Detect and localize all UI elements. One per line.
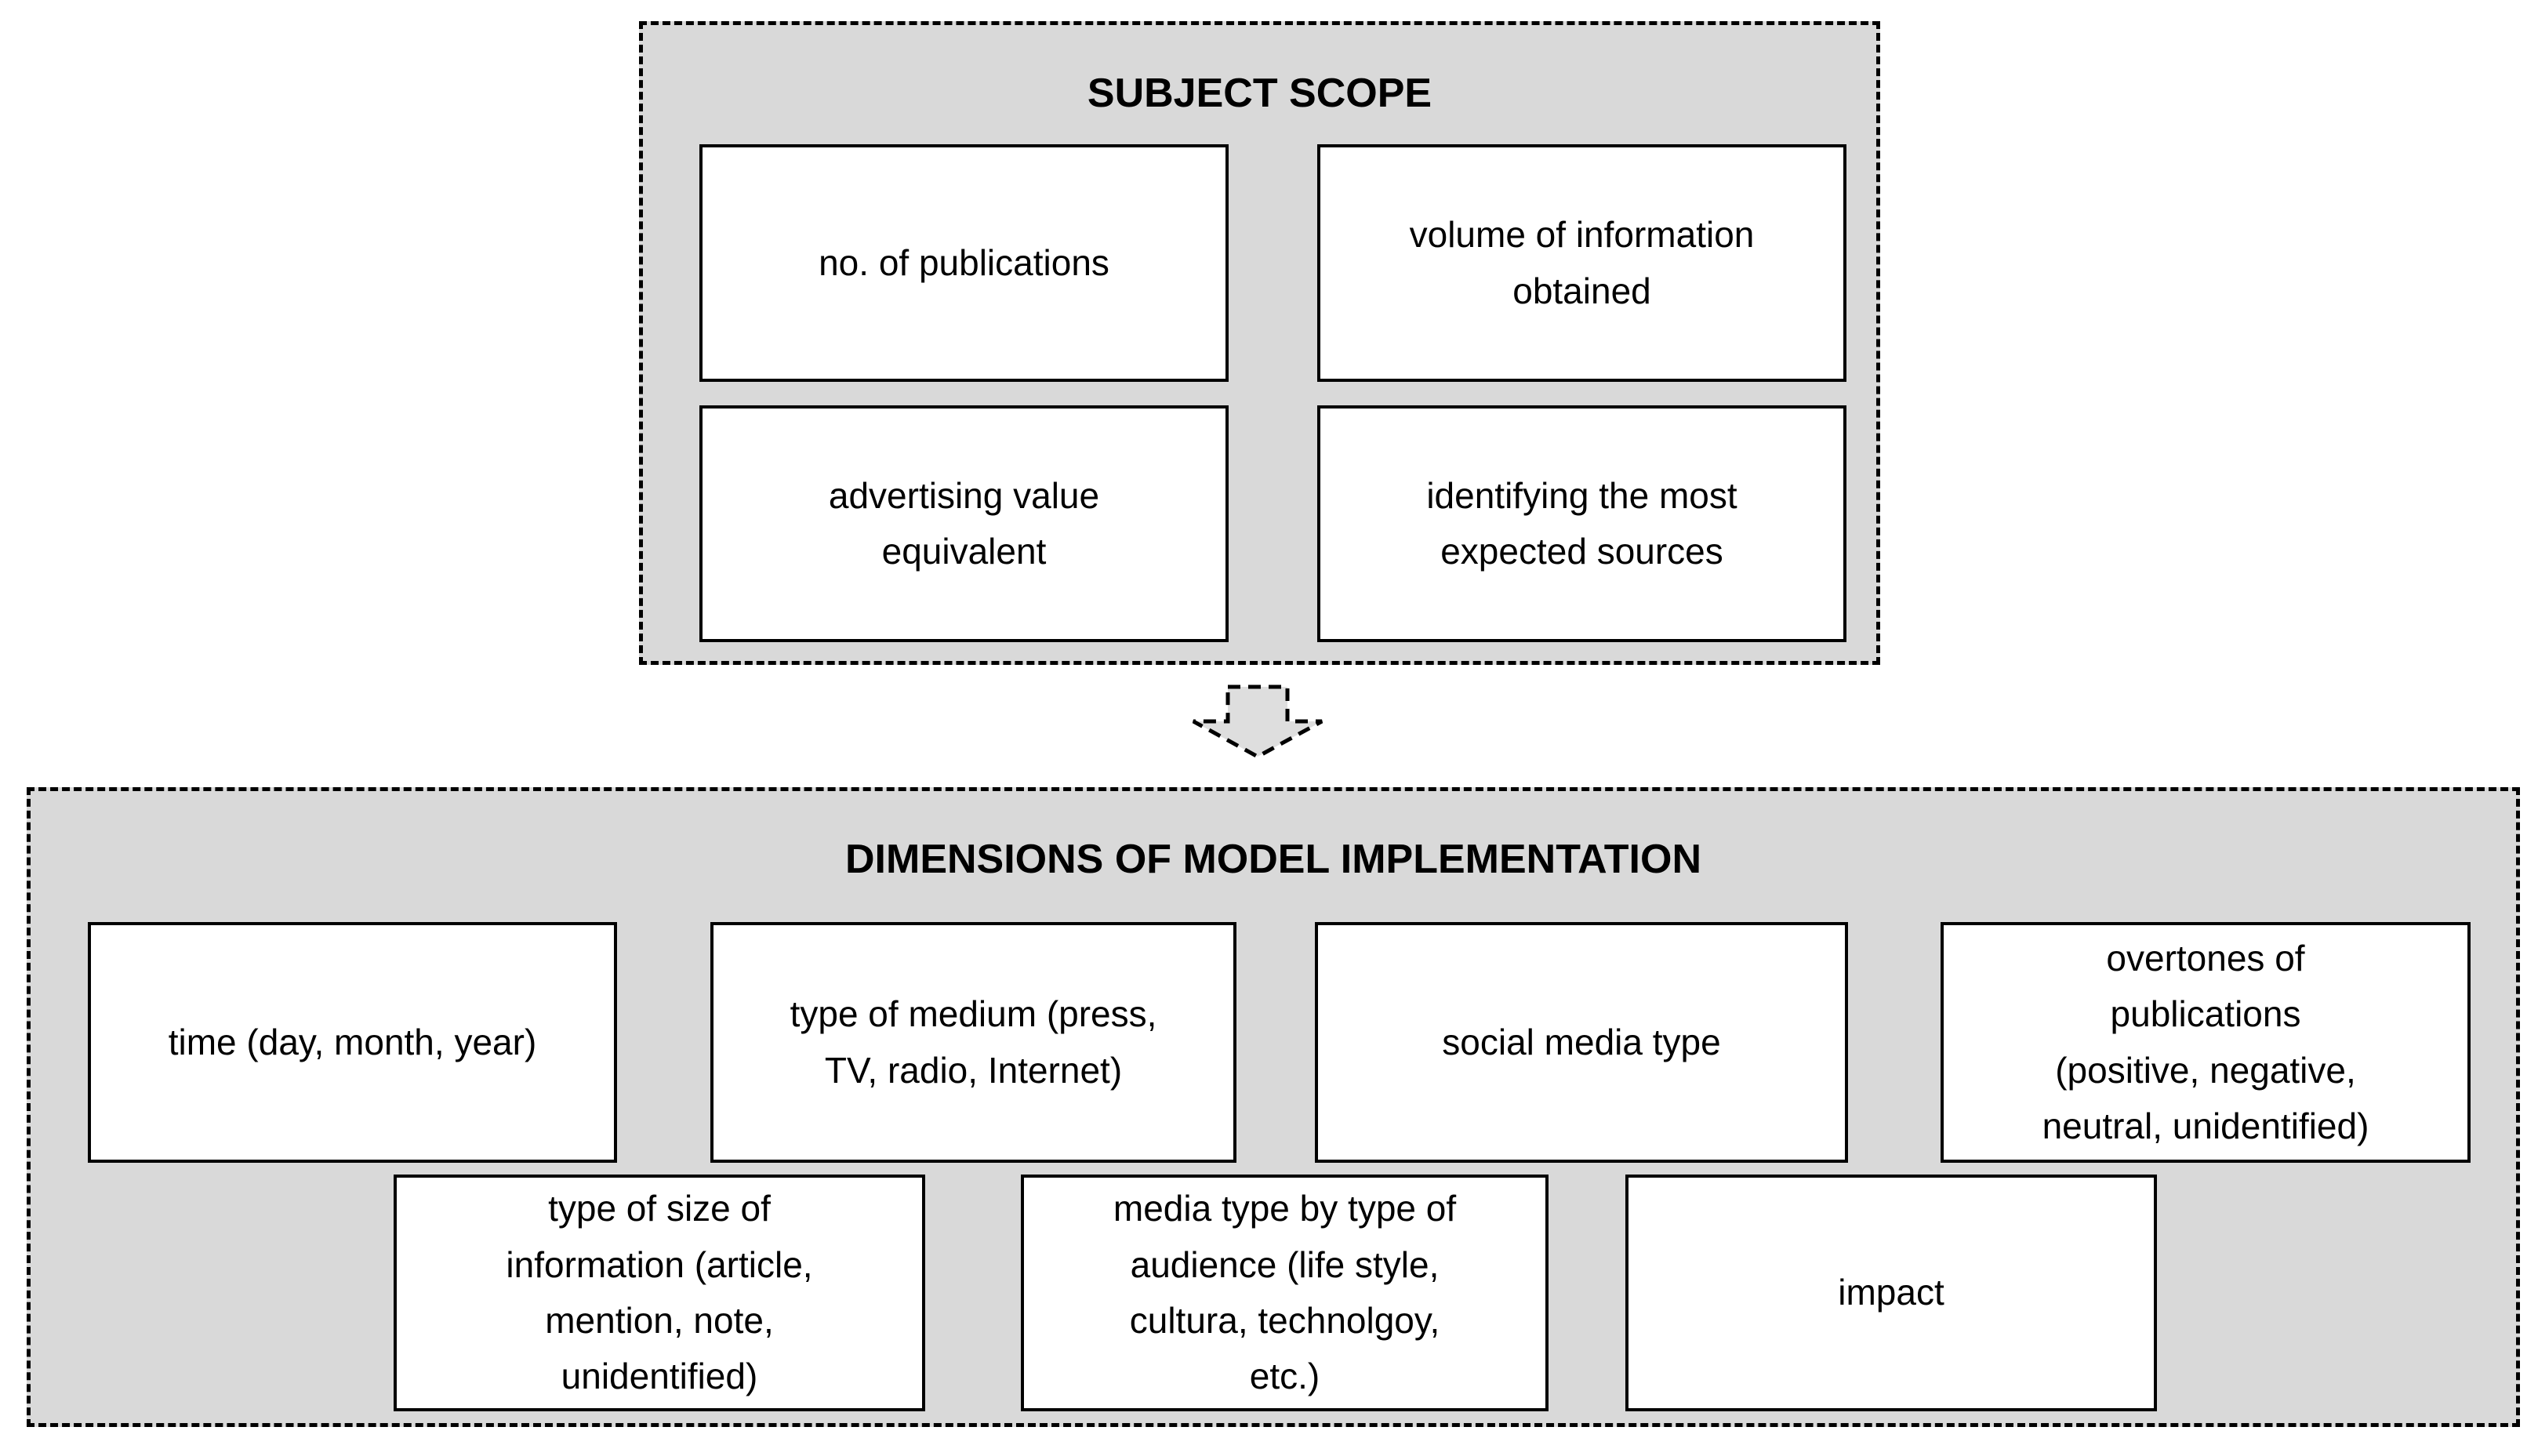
box-social-media-type: social media type [1315,922,1848,1163]
box-identifying-most-expected-sources: identifying the most expected sources [1317,405,1846,642]
box-volume-of-information-obtained: volume of information obtained [1317,144,1846,382]
box-label: type of medium (press, TV, radio, Intern… [790,993,1157,1091]
box-impact: impact [1625,1175,2157,1411]
box-label: advertising value equivalent [828,474,1100,572]
box-label: type of size of information (article, me… [506,1188,813,1397]
box-label: no. of publications [819,241,1109,283]
box-label: social media type [1442,1021,1721,1062]
box-label: volume of information obtained [1409,214,1755,311]
box-type-of-size-of-information: type of size of information (article, me… [394,1175,925,1411]
box-type-of-medium: type of medium (press, TV, radio, Intern… [710,922,1236,1163]
box-overtones-of-publications: overtones of publications (positive, neg… [1941,922,2471,1163]
box-no-of-publications: no. of publications [699,144,1229,382]
subject-scope-title: SUBJECT SCOPE [1087,71,1432,116]
box-media-type-by-audience: media type by type of audience (life sty… [1021,1175,1549,1411]
box-label: media type by type of audience (life sty… [1113,1188,1457,1397]
down-arrow-icon [1192,684,1323,759]
dimensions-section: DIMENSIONS OF MODEL IMPLEMENTATION time … [27,787,2520,1427]
box-label: identifying the most expected sources [1426,474,1737,572]
box-label: time (day, month, year) [168,1021,537,1062]
subject-scope-section: SUBJECT SCOPE no. of publications volume… [639,21,1880,665]
dimensions-title: DIMENSIONS OF MODEL IMPLEMENTATION [845,837,1701,882]
box-label: impact [1838,1272,1944,1313]
box-label: overtones of publications (positive, neg… [2042,937,2369,1146]
box-time: time (day, month, year) [88,922,617,1163]
box-advertising-value-equivalent: advertising value equivalent [699,405,1229,642]
